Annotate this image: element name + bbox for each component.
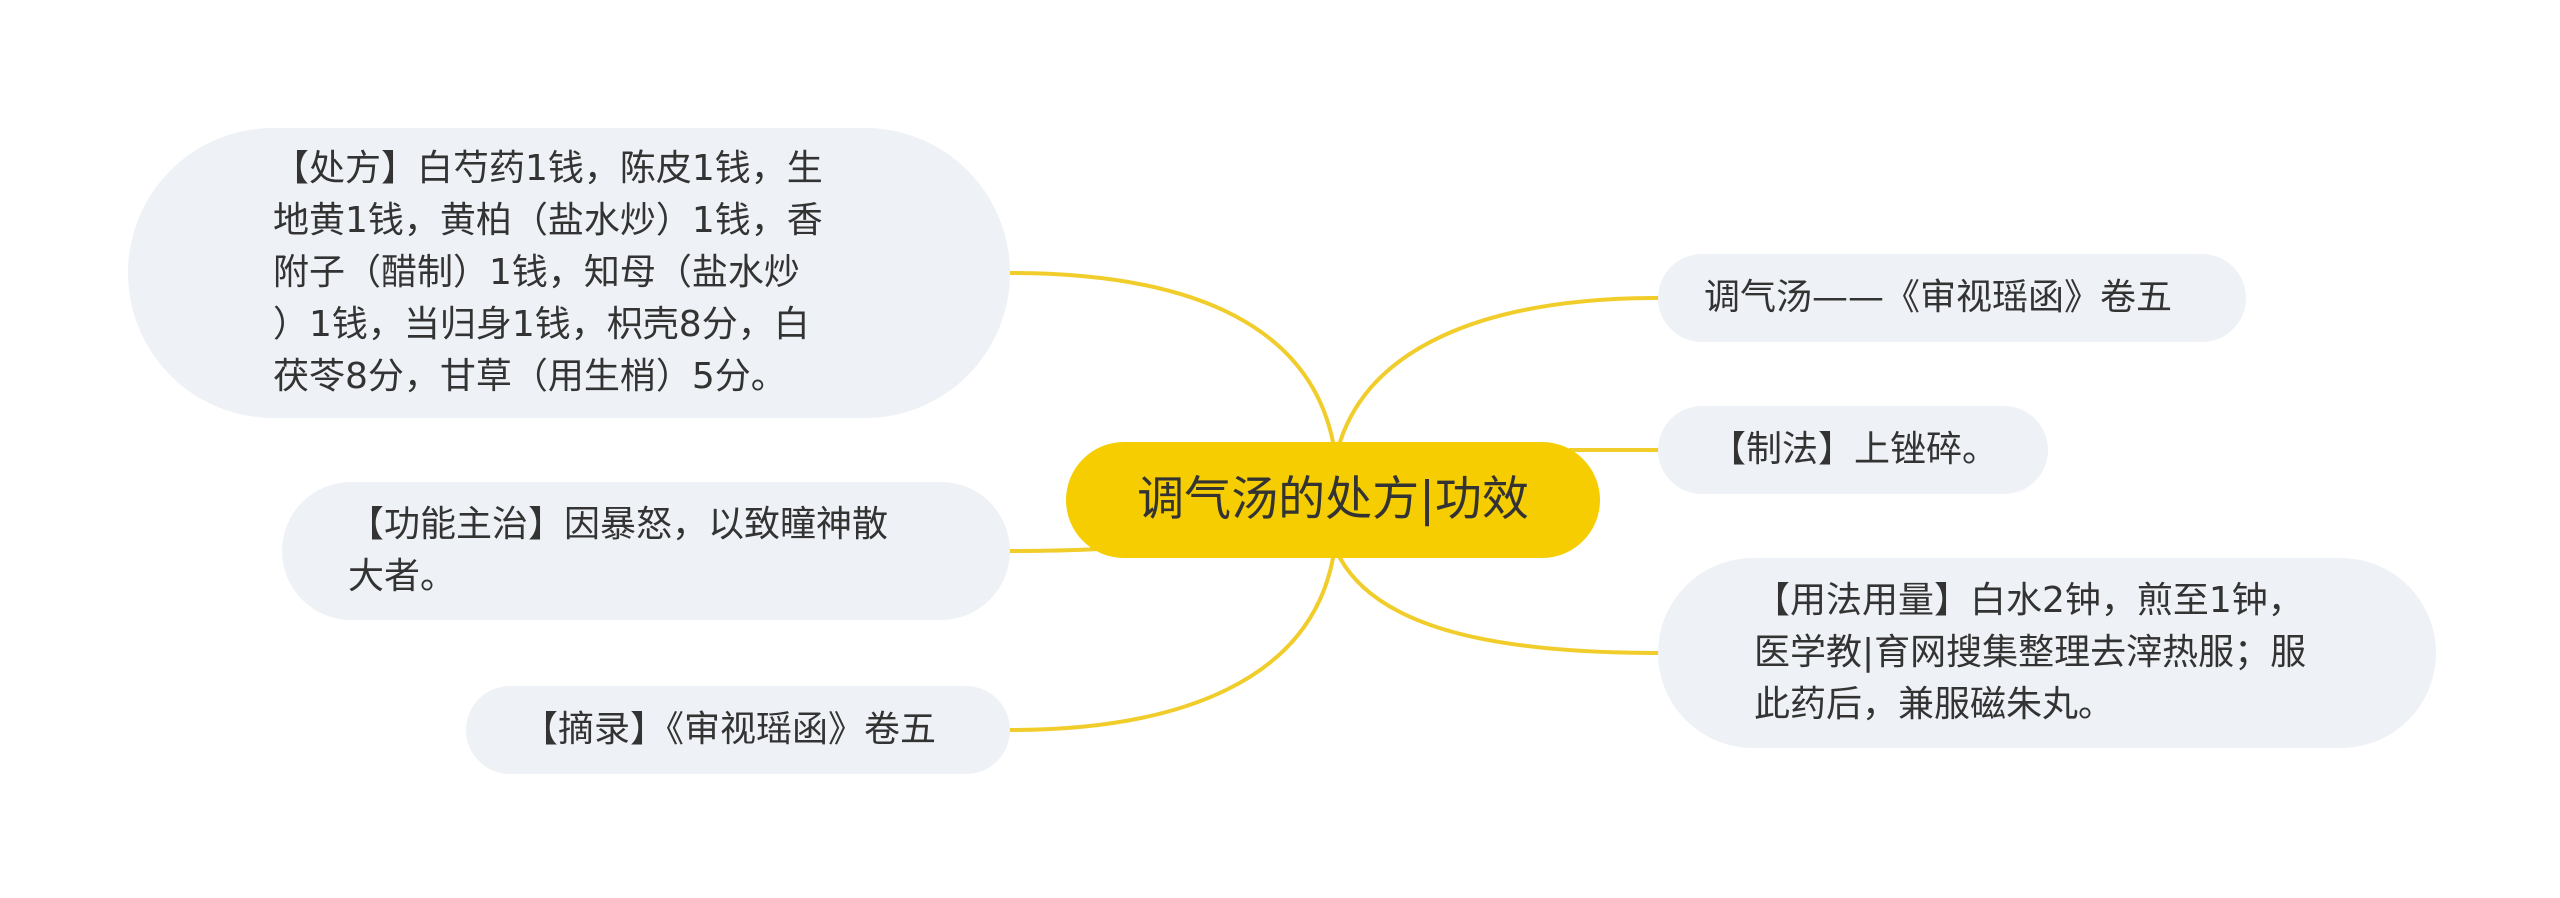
text-line: ）1钱，当归身1钱，枳壳8分，白 — [273, 304, 810, 345]
node-excerpt[interactable]: 【摘录】《审视瑶函》卷五 — [466, 686, 1010, 774]
text-line: 【处方】白芍药1钱，陈皮1钱，生 — [273, 148, 823, 189]
central-topic[interactable]: 调气汤的处方|功效 — [1066, 442, 1600, 558]
text-line: 【制法】上锉碎。 — [1710, 429, 1999, 470]
text-line: 茯苓8分，甘草（用生梢）5分。 — [273, 356, 787, 397]
node-efficacy-text: 【功能主治】因暴怒，以致瞳神散 大者。 — [348, 499, 888, 603]
text-line: 【功能主治】因暴怒，以致瞳神散 — [348, 504, 889, 545]
text-line: 【摘录】《审视瑶函》卷五 — [522, 709, 937, 750]
node-method-text: 【制法】上锉碎。 — [1710, 424, 1998, 476]
node-prescription[interactable]: 【处方】白芍药1钱，陈皮1钱，生 地黄1钱，黄柏（盐水炒）1钱，香 附子（醋制）… — [128, 128, 1010, 418]
text-line: 医学教|育网搜集整理去滓热服；服 — [1754, 632, 2307, 673]
text-line: 地黄1钱，黄柏（盐水炒）1钱，香 — [273, 200, 823, 241]
node-source[interactable]: 调气汤——《审视瑶函》卷五 — [1658, 254, 2246, 342]
node-usage-text: 【用法用量】白水2钟，煎至1钟， 医学教|育网搜集整理去滓热服；服 此药后，兼服… — [1754, 575, 2306, 731]
link-efficacy — [1008, 547, 1100, 553]
node-excerpt-text: 【摘录】《审视瑶函》卷五 — [522, 704, 936, 756]
link-source — [1338, 296, 1660, 444]
text-line: 此药后，兼服磁朱丸。 — [1754, 684, 2115, 725]
text-line: 大者。 — [348, 556, 457, 597]
link-excerpt — [1008, 556, 1335, 732]
node-efficacy[interactable]: 【功能主治】因暴怒，以致瞳神散 大者。 — [282, 482, 1010, 620]
text-line: 调气汤——《审视瑶函》卷五 — [1704, 277, 2173, 318]
central-topic-label: 调气汤的处方|功效 — [1137, 472, 1529, 527]
text-line: 【用法用量】白水2钟，煎至1钟， — [1754, 580, 2304, 621]
node-usage[interactable]: 【用法用量】白水2钟，煎至1钟， 医学教|育网搜集整理去滓热服；服 此药后，兼服… — [1658, 558, 2436, 748]
node-prescription-text: 【处方】白芍药1钱，陈皮1钱，生 地黄1钱，黄柏（盐水炒）1钱，香 附子（醋制）… — [273, 143, 823, 403]
text-line: 附子（醋制）1钱，知母（盐水炒 — [273, 252, 800, 293]
link-prescription — [1008, 271, 1335, 444]
node-method[interactable]: 【制法】上锉碎。 — [1658, 406, 2048, 494]
link-usage — [1338, 556, 1660, 655]
node-source-text: 调气汤——《审视瑶函》卷五 — [1704, 272, 2172, 324]
